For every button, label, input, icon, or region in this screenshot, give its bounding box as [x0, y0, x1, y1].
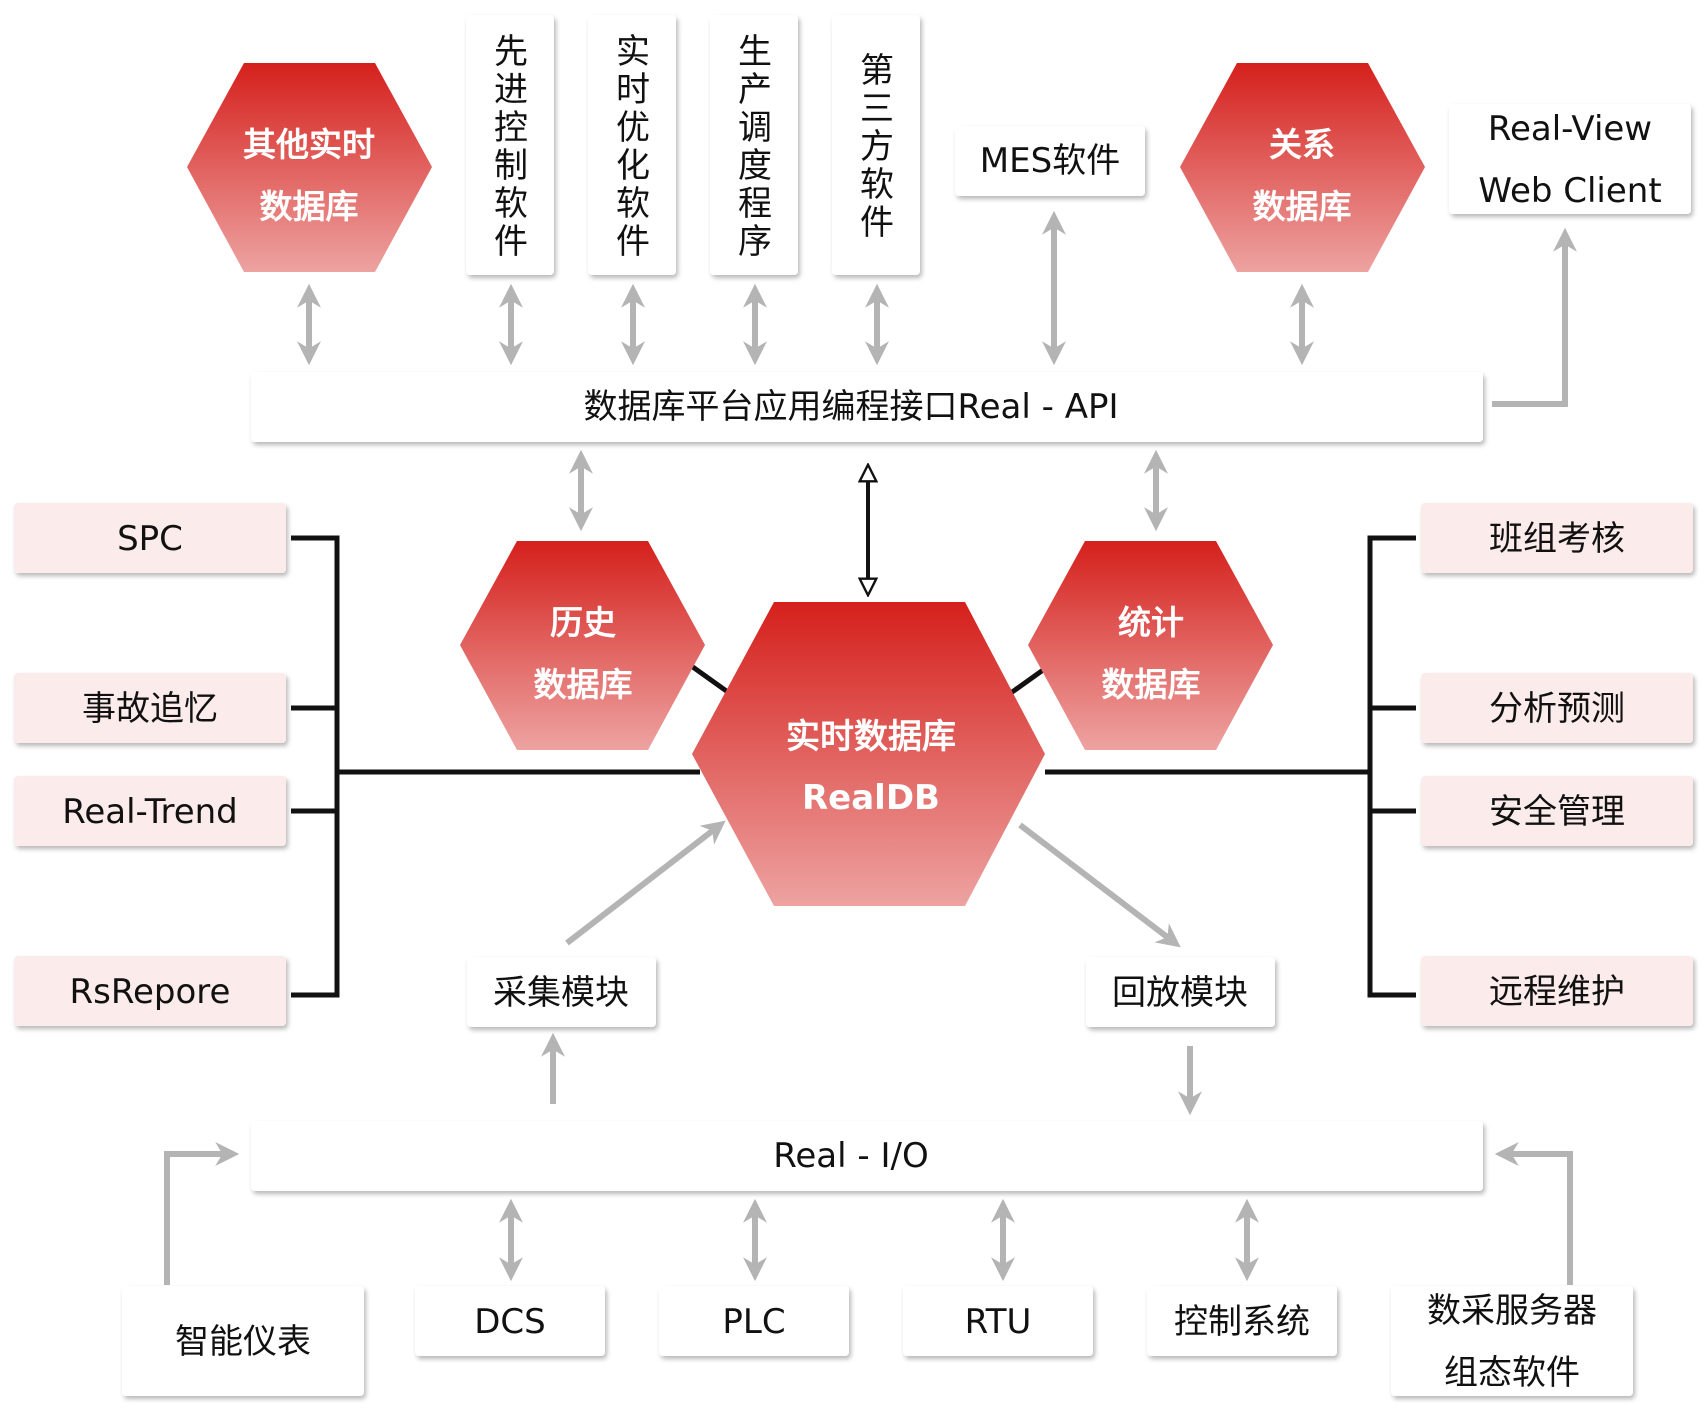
module-collect: 采集模块	[493, 973, 629, 1013]
hex-relational-db: 关系 数据库	[1180, 63, 1425, 272]
hex-stats-db-line2: 数据库	[1102, 665, 1201, 704]
module-remote-maintenance: 远程维护	[1489, 972, 1625, 1012]
top-software	[466, 15, 1691, 275]
hex-realtime-db-line1: 实时数据库	[786, 717, 956, 757]
source-control-system: 控制系统	[1174, 1302, 1310, 1342]
top-software-labels: 先进控制软件 实时优化软件 生产调度程序 第三方软件 MES软件 Real-Vi…	[494, 32, 1662, 262]
vertical-label-third-party: 第三方软件	[860, 51, 894, 243]
hex-relational-db-line1: 关系	[1269, 125, 1335, 164]
module-team-assessment: 班组考核	[1489, 519, 1625, 559]
api-bar: 数据库平台应用编程接口Real - API	[251, 372, 1483, 442]
module-analysis-forecast: 分析预测	[1489, 689, 1625, 729]
hexagons: 其他实时 数据库 关系 数据库 历史 数据库 统计 数据库 实时数据库 Real…	[187, 63, 1425, 906]
module-real-trend: Real-Trend	[62, 792, 238, 832]
source-acq-server-line1: 数采服务器	[1427, 1291, 1597, 1331]
realview-line2: Web Client	[1478, 171, 1661, 211]
vertical-label-production-scheduling: 生产调度程序	[738, 32, 772, 262]
vertical-label-advanced-control: 先进控制软件	[494, 32, 528, 262]
source-dcs: DCS	[474, 1302, 546, 1342]
hex-history-db-line2: 数据库	[534, 665, 633, 704]
hex-history-db: 历史 数据库	[460, 541, 705, 750]
io-bar: Real - I/O	[251, 1121, 1483, 1191]
module-rsrepore: RsRepore	[70, 972, 231, 1012]
module-playback: 回放模块	[1112, 973, 1248, 1013]
hex-other-rtdb-line1: 其他实时	[243, 125, 375, 164]
source-smart-meter: 智能仪表	[175, 1322, 311, 1362]
hex-history-db-line1: 历史	[550, 603, 616, 642]
module-security-management: 安全管理	[1489, 792, 1625, 832]
arrow-acq-server-io	[1494, 1142, 1573, 1285]
bottom-sources: 智能仪表 DCS PLC RTU 控制系统 数采服务器 组态软件	[122, 1286, 1633, 1396]
hex-other-rtdb-line2: 数据库	[260, 187, 359, 226]
hex-stats-db: 统计 数据库	[1028, 541, 1273, 750]
middle-modules: 采集模块 回放模块	[467, 957, 1275, 1027]
source-plc: PLC	[722, 1302, 785, 1342]
vertical-label-rt-optimization: 实时优化软件	[616, 32, 650, 262]
left-modules: SPC 事故追忆 Real-Trend RsRepore	[14, 503, 286, 1026]
arrow-api-realview	[1492, 227, 1577, 407]
hex-relational-db-line2: 数据库	[1253, 187, 1352, 226]
hex-realtime-db: 实时数据库 RealDB	[692, 602, 1045, 906]
io-bar-label: Real - I/O	[773, 1136, 928, 1176]
arrow-smart-meter-io	[164, 1142, 240, 1285]
mes-software-label: MES软件	[980, 141, 1120, 181]
arrow-realdb-playback	[1018, 822, 1181, 948]
hex-stats-db-line1: 统计	[1118, 603, 1184, 642]
source-acq-server-line2: 组态软件	[1444, 1353, 1580, 1393]
right-bus	[1367, 535, 1416, 998]
module-accident-recall: 事故追忆	[82, 689, 218, 729]
right-modules: 班组考核 分析预测 安全管理 远程维护	[1421, 503, 1693, 1026]
module-spc: SPC	[117, 519, 183, 559]
hex-realtime-db-line2: RealDB	[802, 778, 940, 818]
api-bar-label: 数据库平台应用编程接口Real - API	[584, 387, 1119, 427]
hex-other-rtdb: 其他实时 数据库	[187, 63, 432, 272]
source-rtu: RTU	[965, 1302, 1032, 1342]
arrow-collect-realdb	[565, 820, 726, 946]
left-bus	[291, 535, 340, 998]
realview-line1: Real-View	[1488, 109, 1652, 149]
